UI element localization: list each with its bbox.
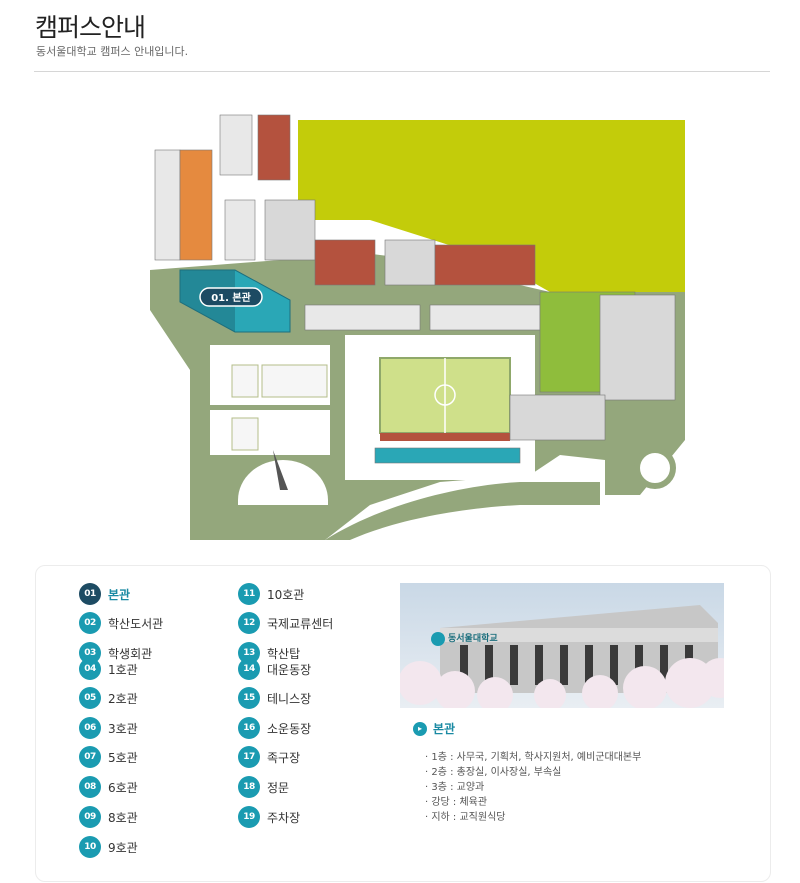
legend-number-badge: 11 (238, 583, 260, 605)
legend-item-14[interactable]: 14 대운동장 (238, 658, 311, 680)
legend-item-label: 정문 (267, 780, 290, 795)
detail-list: · 1층 : 사무국, 기획처, 학사지원처, 예비군대대본부 · 2층 : 총… (425, 750, 641, 825)
legend-item-label: 족구장 (267, 750, 301, 765)
legend-item-label: 본관 (108, 587, 131, 602)
page-title: 캠퍼스안내 (35, 13, 146, 42)
legend-item-08[interactable]: 08 6호관 (79, 776, 138, 798)
legend-number-badge: 07 (79, 746, 101, 768)
detail-line: · 1층 : 사무국, 기획처, 학사지원처, 예비군대대본부 (425, 752, 642, 763)
legend-item-label: 8호관 (108, 810, 138, 825)
legend-item-label: 2호관 (108, 691, 138, 706)
legend-number-badge: 04 (79, 658, 101, 680)
detail-title: 본관 (433, 722, 456, 736)
legend-item-label: 국제교류센터 (267, 616, 334, 631)
legend-item-label: 학산탑 (267, 646, 301, 661)
main-building: 01. 본관 (179, 269, 291, 333)
legend-number-badge: 12 (238, 612, 260, 634)
legend-item-label: 1호관 (108, 662, 138, 677)
legend-item-04[interactable]: 04 1호관 (79, 658, 138, 680)
tennis-court (261, 364, 328, 398)
legend-number-badge: 16 (238, 717, 260, 739)
legend-number-badge: 18 (238, 776, 260, 798)
tennis-court (231, 364, 259, 398)
map-callout (199, 287, 263, 307)
legend-number-badge: 09 (79, 806, 101, 828)
legend-number-badge: 19 (238, 806, 260, 828)
lawn-area (298, 120, 685, 292)
legend-number-badge: 06 (79, 717, 101, 739)
legend-item-10[interactable]: 10 9호관 (79, 836, 138, 858)
plaza (210, 410, 330, 455)
legend-item-label: 주차장 (267, 810, 301, 825)
map-callout-label: 01. 본관 (211, 291, 251, 304)
legend-item-19[interactable]: 19 주차장 (238, 806, 300, 828)
photo-sign: 동서울대학교 (448, 632, 498, 644)
legend-item-16[interactable]: 16 소운동장 (238, 717, 311, 739)
legend-number-badge: 17 (238, 746, 260, 768)
detail-line: · 3층 : 교양과 (425, 782, 485, 793)
legend-item-label: 학생회관 (108, 646, 153, 661)
legend-item-11[interactable]: 11 10호관 (238, 583, 304, 605)
legend-number-badge: 08 (79, 776, 101, 798)
title-divider (34, 71, 770, 72)
legend-number-badge: 10 (79, 836, 101, 858)
page-subtitle: 동서울대학교 캠퍼스 안내입니다. (36, 45, 189, 58)
legend-item-17[interactable]: 17 족구장 (238, 746, 300, 768)
buildings-cluster (154, 114, 676, 464)
detail-line: · 지하 : 교직원식당 (425, 812, 506, 823)
legend-item-12[interactable]: 12 국제교류센터 (238, 612, 333, 634)
detail-line: · 강당 : 체육관 (425, 797, 488, 808)
legend-item-02[interactable]: 02 학산도서관 (79, 612, 163, 634)
legend-item-07[interactable]: 07 5호관 (79, 746, 138, 768)
legend-item-label: 5호관 (108, 750, 138, 765)
lower-path (325, 482, 600, 540)
legend-item-label: 테니스장 (267, 691, 312, 706)
building-photo: 동서울대학교 (400, 583, 724, 708)
legend-number-badge: 01 (79, 583, 101, 605)
legend-item-05[interactable]: 05 2호관 (79, 687, 138, 709)
legend-item-01[interactable]: 01 본관 (79, 583, 130, 605)
legend-item-18[interactable]: 18 정문 (238, 776, 289, 798)
chevron-right-icon: ▸ (413, 721, 427, 736)
legend-item-label: 학산도서관 (108, 616, 164, 631)
legend-item-label: 10호관 (267, 587, 305, 602)
detail-heading: ▸ 본관 (413, 720, 455, 737)
legend-item-label: 9호관 (108, 840, 138, 855)
legend-item-label: 3호관 (108, 721, 138, 736)
legend-item-label: 6호관 (108, 780, 138, 795)
legend-item-label: 소운동장 (267, 721, 312, 736)
legend-number-badge: 15 (238, 687, 260, 709)
legend-number-badge: 02 (79, 612, 101, 634)
legend-item-label: 대운동장 (267, 662, 312, 677)
legend-number-badge: 14 (238, 658, 260, 680)
legend-number-badge: 05 (79, 687, 101, 709)
roundabout (634, 447, 676, 489)
legend-item-06[interactable]: 06 3호관 (79, 717, 138, 739)
campus-map: 01. 본관 (140, 110, 700, 545)
legend-item-15[interactable]: 15 테니스장 (238, 687, 311, 709)
detail-line: · 2층 : 총장실, 이사장실, 부속실 (425, 767, 562, 778)
tower (273, 450, 288, 490)
legend-item-09[interactable]: 09 8호관 (79, 806, 138, 828)
tennis-court (231, 417, 259, 451)
